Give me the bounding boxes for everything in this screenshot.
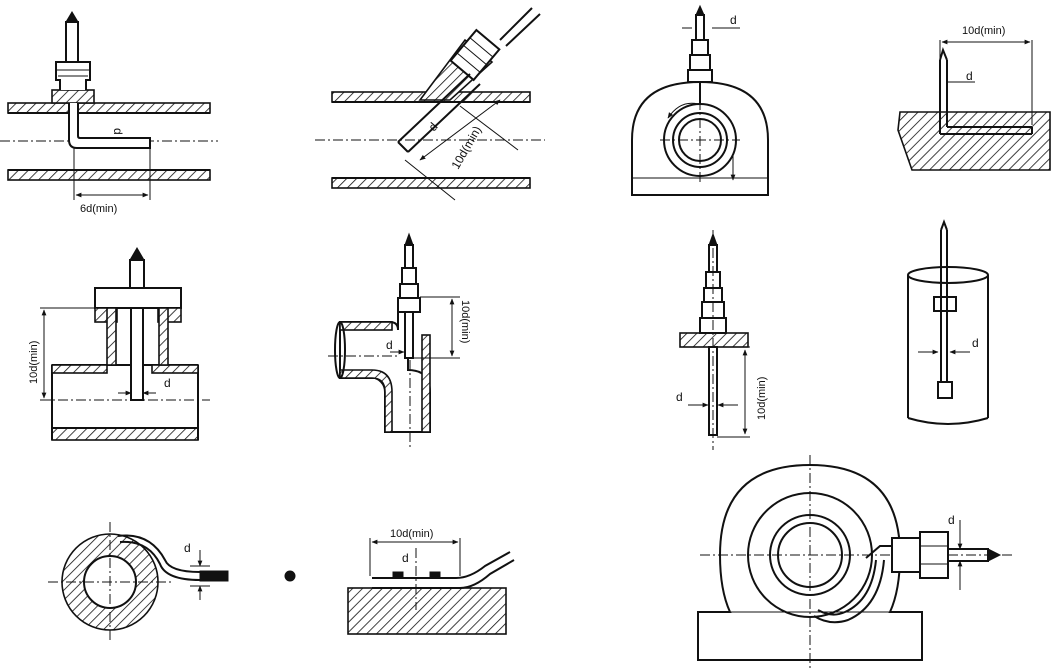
label-ten-d-min-inclined: 10d(min) xyxy=(448,123,484,171)
panel-elbow-pipe: 10d(min) d xyxy=(328,232,471,448)
panel-surface-top-right: 10d(min) d xyxy=(897,25,1051,171)
label-ten-d-min-elbow: 10d(min) xyxy=(459,300,471,343)
label-ten-d-min-top: 10d(min) xyxy=(962,25,1005,37)
label-d-panel11: d xyxy=(948,513,955,527)
label-d-panel4: d xyxy=(966,69,973,83)
label-six-d-min: 6d(min) xyxy=(80,203,117,215)
label-d-panel5: d xyxy=(164,376,171,390)
panel-bearing-housing-side: d xyxy=(631,4,769,196)
panel-vertical-pipe: d xyxy=(907,219,989,425)
panel-tee-pipe: 10d(min) d xyxy=(28,247,210,441)
label-d-panel1: d xyxy=(111,128,125,135)
panel-ring-section: d xyxy=(48,522,296,642)
label-d-panel2: d xyxy=(426,120,441,134)
label-d-panel8: d xyxy=(972,336,979,350)
label-d-panel6: d xyxy=(386,338,393,352)
label-d-panel7: d xyxy=(676,390,683,404)
label-d-panel10: d xyxy=(402,551,409,565)
label-ten-d-min-plate: 10d(min) xyxy=(756,377,768,420)
panel-flat-surface: 10d(min) d xyxy=(347,528,515,635)
label-ten-d-min-tee: 10d(min) xyxy=(28,341,40,384)
label-ten-d-min-flat: 10d(min) xyxy=(390,528,433,540)
panel-straight-pipe-radial: 6d(min) d xyxy=(0,11,218,215)
dot-mark xyxy=(284,570,296,582)
panel-inclined-pipe: 10d(min) d xyxy=(315,7,545,201)
label-d-panel3: d xyxy=(730,13,737,27)
panel-through-plate: 10d(min) d xyxy=(676,230,768,450)
label-d-panel9: d xyxy=(184,541,191,555)
panel-bearing-housing-large: d xyxy=(697,455,1015,670)
